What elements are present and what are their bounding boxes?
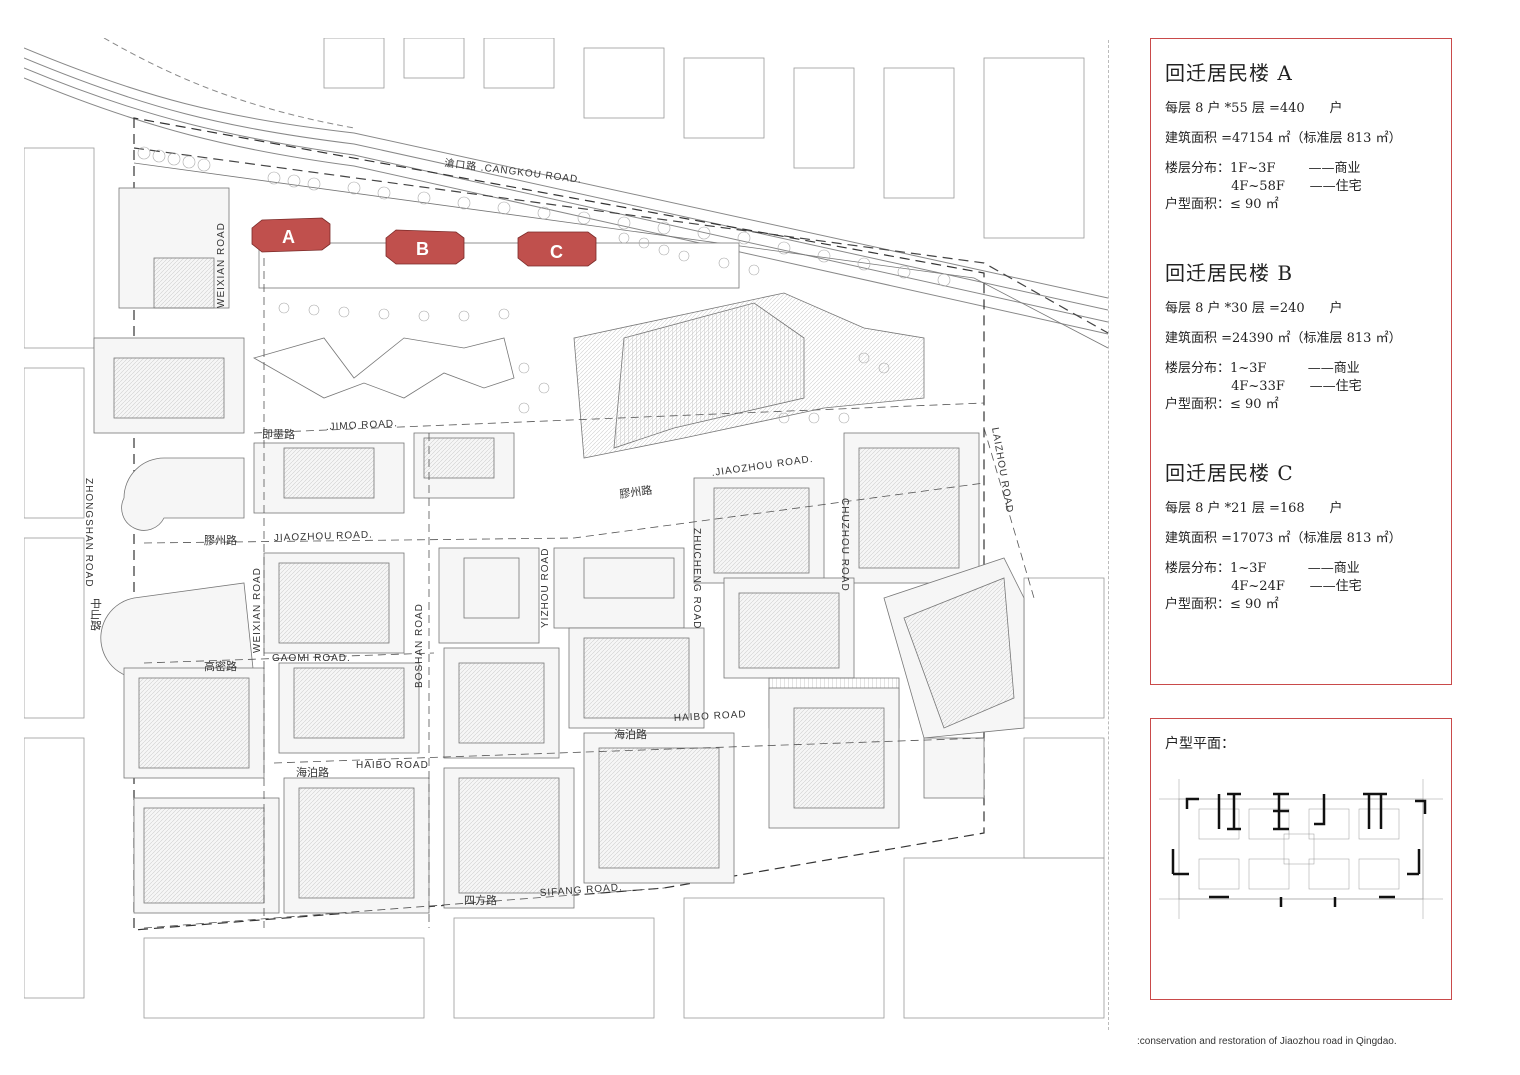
tower-C[interactable]: C — [517, 231, 597, 267]
label-cangkou-road: 滄口路 .CANGKOU ROAD. — [444, 156, 583, 186]
label-sifang-road-cn: 四方路 — [464, 893, 497, 907]
cangkou-road-band — [133, 147, 1108, 349]
tower-A-label: A — [282, 227, 295, 247]
site-plan-map: A B C 滄口路 .CANGKOU ROAD. .JIMO ROAD. 即墨路… — [24, 38, 1108, 1020]
tower-a-title: 回迁居民楼 A — [1165, 61, 1293, 85]
label-gaomi-road-en: GAOMI ROAD. — [272, 653, 351, 664]
label-jiaozhou-road-2-en: JIAOZHOU ROAD. — [274, 530, 373, 544]
project-boundary — [133, 117, 985, 931]
label-haibo-road-1-en: HAIBO ROAD — [674, 709, 747, 724]
tower-c-info: 回迁居民楼 C 每层 8 户 *21 层 =168 户 建筑面积 =17073 … — [1165, 457, 1402, 614]
label-jiaozhou-road-1-cn: 膠州路 — [619, 484, 653, 501]
road-centerlines — [143, 258, 1035, 929]
tower-B-label: B — [416, 239, 429, 259]
label-weixian-road-2: WEIXIAN ROAD — [252, 567, 263, 653]
tower-c-units: 每层 8 户 *21 层 =168 户 — [1165, 501, 1343, 516]
label-laizhou-road: LAIZHOU ROAD — [989, 427, 1015, 515]
label-weixian-road-1: WEIXIAN ROAD — [216, 222, 227, 308]
label-jiaozhou-road-2-cn: 膠州路 — [204, 534, 237, 547]
tower-a-area: 建筑面积 =47154 ㎡（标准层 813 ㎡） — [1165, 131, 1402, 146]
tower-b-floors: 楼层分布：1~3F ——商业 4F~33F ——住宅 — [1165, 361, 1362, 394]
tower-c-area: 建筑面积 =17073 ㎡（标准层 813 ㎡） — [1165, 531, 1402, 546]
tower-B[interactable]: B — [385, 229, 465, 265]
tower-c-title: 回迁居民楼 C — [1165, 461, 1294, 485]
tower-info-panel: 回迁居民楼 A 每层 8 户 *55 层 =440 户 建筑面积 =47154 … — [1150, 38, 1452, 685]
outside-blocks — [24, 38, 1105, 1019]
label-boshan-road: BOSHAN ROAD — [414, 603, 425, 688]
tower-A[interactable]: A — [251, 217, 331, 253]
unit-plan-panel: 户型平面： — [1150, 718, 1452, 1000]
label-jiaozhou-road-1-en: .JIAOZHOU ROAD. — [711, 454, 814, 479]
page-caption: :conservation and restoration of Jiaozho… — [1137, 1036, 1397, 1047]
tower-b-units: 每层 8 户 *30 层 =240 户 — [1165, 301, 1343, 316]
tower-a-unit-area: 户型面积：≤ 90 ㎡ — [1165, 197, 1279, 212]
trees — [137, 146, 951, 424]
tower-b-area: 建筑面积 =24390 ㎡（标准层 813 ㎡） — [1165, 331, 1402, 346]
tower-c-unit-area: 户型面积：≤ 90 ㎡ — [1165, 597, 1279, 612]
tower-C-label: C — [550, 242, 563, 262]
unit-floor-plan-drawing — [1159, 779, 1443, 919]
unit-plan-title: 户型平面： — [1165, 736, 1235, 752]
railway-lines — [24, 38, 1108, 335]
label-gaomi-road-cn: 高密路 — [204, 659, 237, 673]
sheet-divider — [1108, 40, 1109, 1030]
label-zhongshan-road-cn: 中山路 — [89, 598, 102, 631]
tower-b-title: 回迁居民楼 B — [1165, 261, 1294, 285]
label-zhongshan-road-en: ZHONGSHAN ROAD — [83, 478, 94, 588]
tower-a-floors: 楼层分布：1F~3F ——商业 4F~58F ——住宅 — [1165, 161, 1362, 194]
building-blocks — [93, 187, 1025, 914]
site-plan-svg: A B C 滄口路 .CANGKOU ROAD. .JIMO ROAD. 即墨路… — [24, 38, 1108, 1019]
label-chuzhou-road: CHUZHOU ROAD — [839, 498, 850, 592]
label-haibo-road-1-cn: 海泊路 — [614, 727, 647, 741]
tower-b-info: 回迁居民楼 B 每层 8 户 *30 层 =240 户 建筑面积 =24390 … — [1165, 257, 1402, 414]
label-haibo-road-2-cn: 海泊路 — [296, 765, 329, 779]
tower-c-floors: 楼层分布：1~3F ——商业 4F~24F ——住宅 — [1165, 561, 1362, 594]
label-jimo-road-en: .JIMO ROAD. — [326, 418, 399, 433]
label-jimo-road-cn: 即墨路 — [262, 428, 295, 441]
label-yizhou-road: YIZHOU ROAD — [540, 548, 551, 628]
label-zhucheng-road: ZHUCHENG ROAD — [691, 528, 702, 629]
tower-b-unit-area: 户型面积：≤ 90 ㎡ — [1165, 397, 1279, 412]
tower-a-units: 每层 8 户 *55 层 =440 户 — [1165, 101, 1343, 116]
label-haibo-road-2-en: HAIBO ROAD — [356, 760, 429, 771]
tower-a-info: 回迁居民楼 A 每层 8 户 *55 层 =440 户 建筑面积 =47154 … — [1165, 57, 1402, 214]
